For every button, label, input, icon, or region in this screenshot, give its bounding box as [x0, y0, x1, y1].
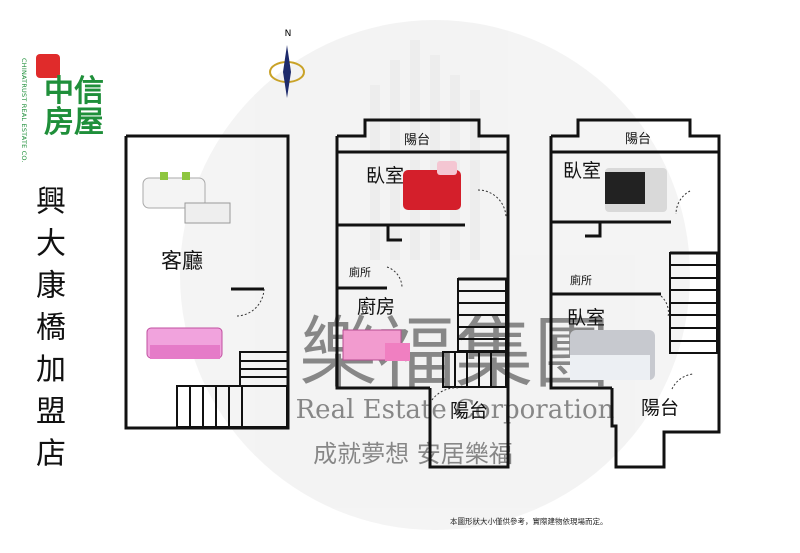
- watermark: 樂福集團 Real Estate Corporation 成就夢想 安居樂福: [180, 20, 690, 530]
- watermark-english-text: Real Estate Corporation: [296, 395, 615, 425]
- watermark-circle: [180, 20, 690, 530]
- watermark-slogan-text: 成就夢想 安居樂福: [313, 440, 513, 468]
- brand-english-text: CHINATRUST REAL ESTATE CO.: [20, 58, 28, 163]
- floor2-walls: [335, 118, 510, 469]
- floor3-bedroom-bottom-label: 臥室: [567, 307, 605, 329]
- floor2-toilet-label: 廁所: [349, 265, 371, 279]
- living-room-label: 客廳: [161, 249, 203, 273]
- compass-icon: N: [269, 29, 305, 98]
- brand-block: CHINATRUST REAL ESTATE CO. 中信房屋: [14, 50, 104, 170]
- floor2-door-swing-balcony: [431, 387, 461, 401]
- floor3-balcony-bottom-label: 陽台: [641, 397, 679, 419]
- sofa-icon: [142, 172, 231, 224]
- floor3-bed-bottom-icon: [570, 330, 655, 380]
- floor2-door-swing-bedroom: [477, 189, 507, 219]
- footer-note: 本圖形狀大小僅供參考，實際建物依現場而定。: [450, 517, 608, 526]
- floor2-balcony-top-label: 陽台: [404, 133, 430, 148]
- floor2-stairs: [442, 278, 507, 388]
- floor3-toilet-label: 廁所: [570, 273, 592, 287]
- brand-name: 中信房屋: [44, 74, 104, 140]
- brand-logo-icon: [36, 54, 60, 78]
- floor2-kitchen-label: 廚房: [357, 295, 395, 318]
- store-title: 興大康橋加盟店: [30, 185, 65, 479]
- floor1-door-swing: [236, 288, 265, 317]
- floor2-bedroom-label: 臥室: [366, 165, 404, 187]
- floor2-door-swing-toilet: [386, 266, 403, 289]
- floor3-bedroom-top-label: 臥室: [563, 160, 601, 182]
- floor3-door-swing-balcony: [671, 373, 695, 390]
- floor3-door-swing-bedroom2: [660, 295, 669, 318]
- floor1-stairs: [176, 351, 289, 428]
- kitchen-counter-icon: [342, 329, 410, 361]
- floor2-bed-icon: [403, 161, 461, 210]
- floor2-balcony-bottom-label: 陽台: [450, 400, 488, 422]
- floor3-stairs: [669, 252, 718, 354]
- floor3-bed-top-icon: [605, 168, 667, 212]
- floor3-balcony-top-label: 陽台: [625, 132, 651, 147]
- compass-north-label: N: [285, 29, 292, 39]
- dining-table-icon: [146, 327, 223, 359]
